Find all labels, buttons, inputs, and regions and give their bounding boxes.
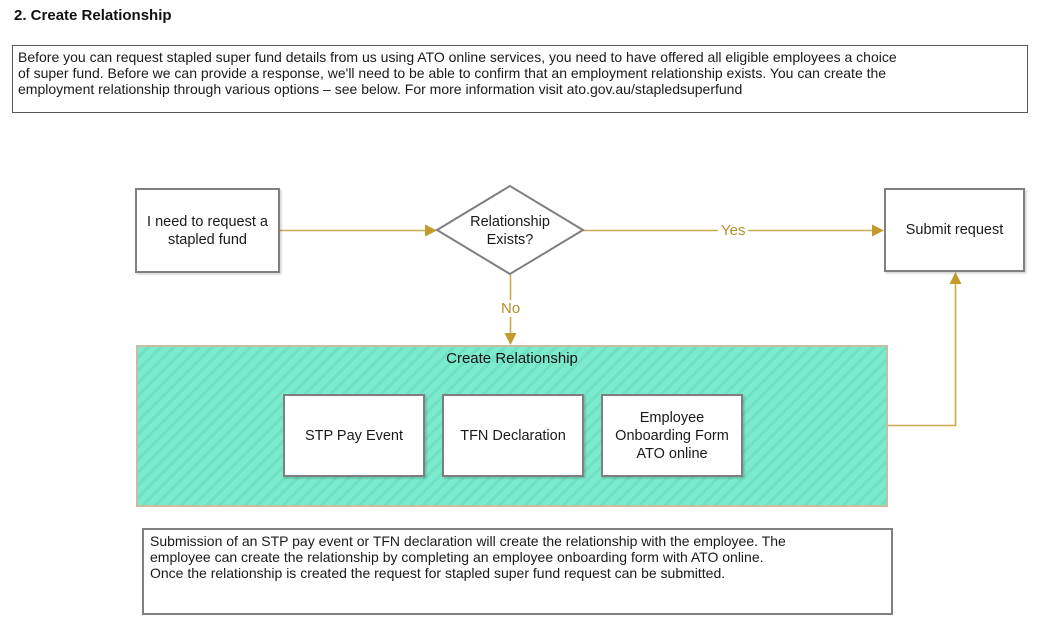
node-tfn-declaration: TFN Declaration [442,394,584,477]
arrowhead-down-group [504,333,517,345]
arrowhead-up-submit [949,272,962,284]
node-decision: Relationship Exists? [445,213,575,249]
node-tfn-declaration-label: TFN Declaration [460,427,566,444]
create-relationship-group-title: Create Relationship [446,350,578,367]
footer-text-box: Submission of an STP pay event or TFN de… [142,528,893,615]
node-stp-pay-event: STP Pay Event [283,394,425,477]
arrowhead-right-submit [872,224,884,237]
node-submit-request: Submit request [884,188,1025,272]
create-relationship-group [136,345,888,507]
node-stp-pay-event-label: STP Pay Event [304,427,404,444]
node-start: I need to request a stapled fund [135,188,280,273]
node-decision-label: Relationship Exists? [470,214,550,248]
node-employee-onboarding-form-label: Employee Onboarding Form ATO online [615,409,729,462]
node-employee-onboarding-form: Employee Onboarding Form ATO online [601,394,743,477]
page-title: 2. Create Relationship [14,7,172,24]
connector-group-to-submit [888,281,957,427]
node-start-label: I need to request a stapled fund [147,213,268,248]
intro-text-box: Before you can request stapled super fun… [12,45,1028,113]
edge-label-yes: Yes [718,222,749,239]
node-submit-request-label: Submit request [905,222,1004,238]
edge-label-no: No [498,300,524,317]
arrowhead-right-decision [425,224,437,237]
